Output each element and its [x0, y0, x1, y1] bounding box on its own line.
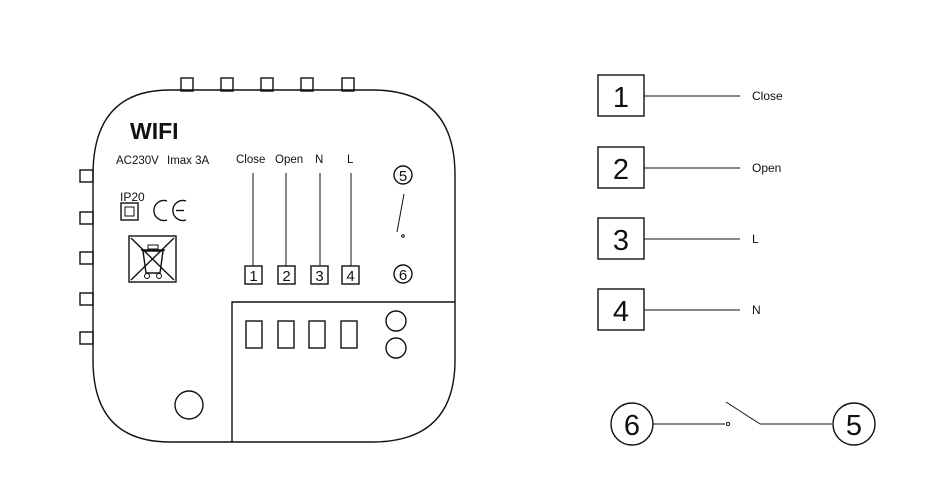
legend-row-4: 4 N: [597, 288, 761, 331]
svg-text:4: 4: [613, 296, 629, 328]
legend-switch: 6 5: [610, 401, 876, 446]
switch-bottom-number: 6: [399, 267, 407, 284]
rating-voltage: AC230V: [116, 155, 159, 167]
svg-text:1: 1: [249, 268, 257, 285]
device-title: WIFI: [130, 118, 179, 144]
svg-text:4: 4: [346, 268, 354, 285]
legend-row-3: 3 L: [597, 217, 759, 260]
terminal-label-l: L: [347, 154, 354, 166]
switch-top-number: 5: [399, 168, 407, 185]
terminal-label-n: N: [315, 154, 323, 166]
double-square-icon: [120, 202, 139, 221]
legend-label-l: L: [752, 232, 759, 246]
device-switch: 5 6: [393, 165, 413, 284]
mounting-hole: [174, 390, 204, 420]
legend-row-2: 2 Open: [597, 146, 781, 189]
ce-mark-icon: [153, 199, 187, 222]
svg-text:2: 2: [613, 154, 629, 186]
legend-label-close: Close: [752, 89, 783, 103]
svg-text:3: 3: [315, 268, 323, 285]
legend-label-n: N: [752, 303, 761, 317]
terminal-box-3: 3: [310, 265, 329, 285]
terminal-box-4: 4: [341, 265, 360, 285]
legend-label-open: Open: [752, 161, 781, 175]
crossed-bin-icon: [128, 235, 177, 283]
svg-text:6: 6: [624, 410, 640, 442]
left-clips: [79, 169, 94, 345]
legend: 1 Close 2 Open 3 L 4 N 6: [597, 74, 876, 446]
svg-text:1: 1: [613, 82, 629, 114]
svg-text:3: 3: [613, 225, 629, 257]
ip-rating: IP20: [120, 190, 145, 204]
terminal-box-2: 2: [277, 265, 296, 285]
device-back: WIFI AC230V Imax 3A IP20 Close Open: [79, 77, 456, 443]
top-clips: [180, 77, 355, 92]
terminal-label-close: Close: [236, 154, 265, 166]
legend-row-1: 1 Close: [597, 74, 783, 117]
terminal-block: [231, 301, 455, 442]
device-outline: [92, 89, 456, 443]
terminal-label-open: Open: [275, 154, 303, 166]
rating-current: Imax 3A: [167, 155, 210, 167]
svg-text:5: 5: [846, 410, 862, 442]
svg-text:2: 2: [282, 268, 290, 285]
terminal-box-1: 1: [244, 265, 263, 285]
